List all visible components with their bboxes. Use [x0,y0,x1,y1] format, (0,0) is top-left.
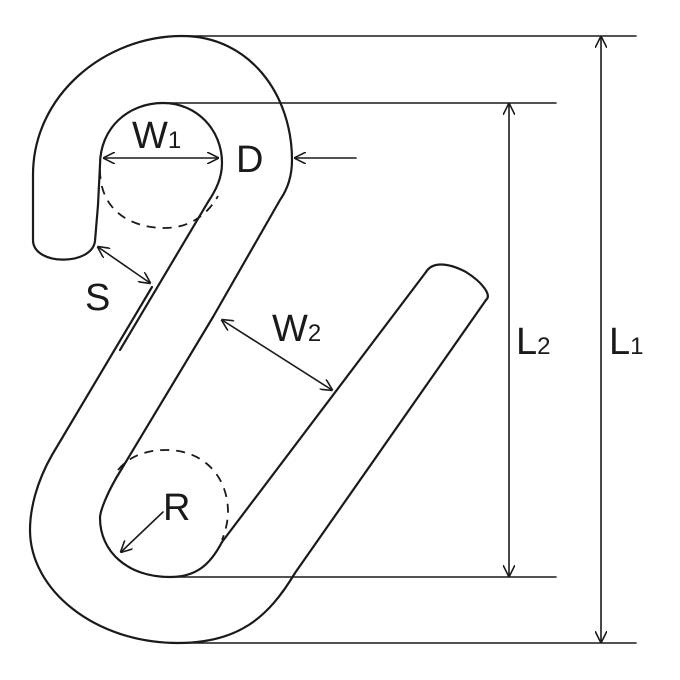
w2-label: W2 [272,308,321,350]
dashed-radius-circle-top [99,169,219,229]
hook-lower-bend-outer [176,298,488,645]
hook-upper-bend-outer [180,34,294,319]
w1-label: W1 [132,115,181,157]
hook-shank-left [28,285,180,645]
hook-shank-inner-right [98,315,224,579]
r-dimension-arrow [121,511,164,552]
hook-gate-leg-inner [220,270,428,544]
l1-label: L1 [609,321,644,363]
l2-label: L2 [516,321,551,363]
s-label: S [85,277,110,319]
r-label: R [163,487,190,529]
d-label: D [236,139,263,181]
dashed-radius-circle-bottom [117,449,229,541]
w2-dimension-arrow [222,320,332,390]
s-dimension-arrow [98,247,150,283]
hook-outer-outline [31,34,184,261]
hook-gate-tip [424,263,489,302]
hook-upper-bend-inner [96,101,224,352]
